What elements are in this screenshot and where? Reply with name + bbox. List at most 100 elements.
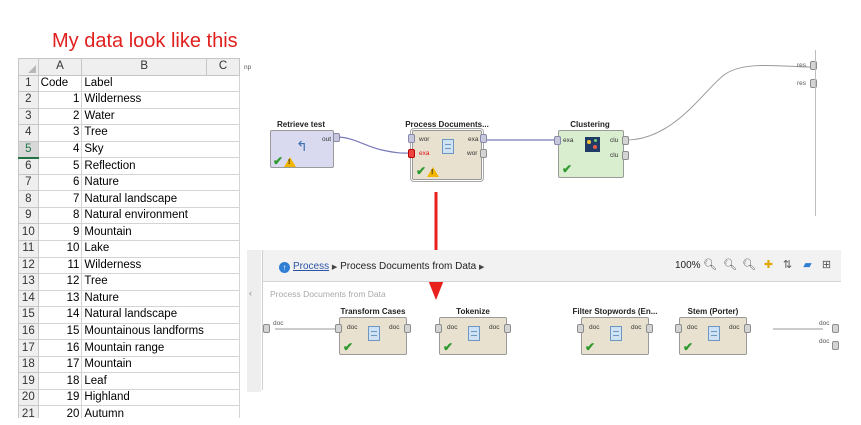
cell-label[interactable]: Nature xyxy=(81,289,207,308)
retrieve-test-operator[interactable]: out ↰ ✔ ! xyxy=(270,130,334,168)
cell-code[interactable]: 7 xyxy=(37,190,83,208)
cell-label[interactable]: Highland xyxy=(81,388,207,407)
row-header[interactable]: 1 xyxy=(18,74,39,93)
cell-code[interactable]: 12 xyxy=(37,273,83,291)
row-header[interactable]: 5 xyxy=(18,140,39,159)
row-header[interactable]: 13 xyxy=(18,273,39,291)
cell-code[interactable]: 9 xyxy=(37,223,83,242)
cell-label[interactable]: Natural environment xyxy=(81,206,207,225)
cell-c[interactable] xyxy=(205,91,240,109)
row-header[interactable]: 7 xyxy=(18,173,39,192)
chevron-right-icon[interactable]: ▶ xyxy=(479,264,485,271)
column-header-c[interactable]: C xyxy=(205,58,240,76)
cell-c[interactable] xyxy=(205,372,240,390)
cell-c[interactable] xyxy=(205,223,240,242)
column-header-b[interactable]: B xyxy=(81,58,207,76)
process-docs-in-port-1[interactable] xyxy=(408,134,415,143)
cell-code[interactable]: 10 xyxy=(37,240,83,258)
operator-out-port[interactable] xyxy=(646,324,653,333)
result-port-2[interactable] xyxy=(810,79,817,88)
cell-code[interactable]: 19 xyxy=(37,388,83,407)
clustering-operator[interactable]: exa clu clu ✔ xyxy=(558,130,624,178)
arrange-icon[interactable]: ▰ xyxy=(803,259,812,271)
row-header[interactable]: 3 xyxy=(18,107,39,126)
cell-code[interactable]: 17 xyxy=(37,355,83,374)
row-header[interactable]: 12 xyxy=(18,256,39,275)
zoom-fit-icon[interactable]: 🔍︎ xyxy=(742,259,756,271)
zoom-out-icon[interactable]: 🔍︎ xyxy=(723,259,737,271)
operator-in-port[interactable] xyxy=(335,324,342,333)
clustering-in-port[interactable] xyxy=(554,136,561,145)
cell-c[interactable] xyxy=(205,173,240,192)
operator-in-port[interactable] xyxy=(577,324,584,333)
auto-wire-icon[interactable]: ⇅ xyxy=(782,259,793,271)
add-note-icon[interactable]: ✚ xyxy=(763,259,774,271)
cell-code[interactable]: 2 xyxy=(37,107,83,126)
process-docs-out-port-2[interactable] xyxy=(480,149,487,158)
select-all-corner[interactable] xyxy=(18,58,39,76)
row-header[interactable]: 8 xyxy=(18,190,39,208)
operator-out-port[interactable] xyxy=(404,324,411,333)
row-header[interactable]: 20 xyxy=(18,388,39,407)
row-header[interactable]: 18 xyxy=(18,355,39,374)
cell-code[interactable]: 1 xyxy=(37,91,83,109)
result-port-1[interactable] xyxy=(810,61,817,70)
process-up-icon[interactable]: ↑ xyxy=(279,262,290,273)
cell-label[interactable]: Mountain xyxy=(81,223,207,242)
cell-c[interactable] xyxy=(205,388,240,407)
cell-c[interactable] xyxy=(205,306,240,324)
process-documents-operator[interactable]: wor exa exa wor ✔ ! xyxy=(410,128,484,182)
cell-c[interactable] xyxy=(205,322,240,341)
cell-c[interactable] xyxy=(205,256,240,275)
row-header[interactable]: 10 xyxy=(18,223,39,242)
cell-c[interactable] xyxy=(205,240,240,258)
main-process-canvas[interactable]: np res res Retrieve test out ↰ ✔ ! Proce… xyxy=(244,50,819,220)
operator-in-port[interactable] xyxy=(435,324,442,333)
subprocess-output-port-1[interactable] xyxy=(832,324,839,333)
cell-c[interactable] xyxy=(205,405,240,418)
cell-label[interactable]: Mountain range xyxy=(81,339,207,357)
row-header[interactable]: 2 xyxy=(18,91,39,109)
zoom-in-icon[interactable]: 🔍︎ xyxy=(703,259,717,271)
cell-c[interactable] xyxy=(205,289,240,308)
subprocess-output-port-2[interactable] xyxy=(832,341,839,350)
cell-label[interactable]: Autumn xyxy=(81,405,207,418)
clustering-out-port-2[interactable] xyxy=(622,151,629,160)
layout-icon[interactable]: ⊞ xyxy=(821,259,832,271)
process-docs-out-port-1[interactable] xyxy=(480,134,487,143)
cell-code[interactable]: 18 xyxy=(37,372,83,390)
row-header[interactable]: 17 xyxy=(18,339,39,357)
cell-c[interactable] xyxy=(205,74,240,93)
cell-label[interactable]: Lake xyxy=(81,240,207,258)
cell-c[interactable] xyxy=(205,140,240,159)
row-header[interactable]: 19 xyxy=(18,372,39,390)
row-header[interactable]: 9 xyxy=(18,206,39,225)
cell-c[interactable] xyxy=(205,190,240,208)
cell-label[interactable]: Sky xyxy=(81,140,207,159)
operator-out-port[interactable] xyxy=(744,324,751,333)
left-collapsed-panel[interactable]: ‹ xyxy=(247,250,261,392)
chevron-left-icon[interactable]: ‹ xyxy=(249,288,252,298)
cell-code[interactable]: 15 xyxy=(37,322,83,341)
cell-c[interactable] xyxy=(205,107,240,126)
row-header[interactable]: 14 xyxy=(18,289,39,308)
cell-label[interactable]: Reflection xyxy=(81,157,207,175)
row-header[interactable]: 6 xyxy=(18,157,39,175)
cell-label[interactable]: Wilderness xyxy=(81,91,207,109)
process-docs-in-port-2[interactable] xyxy=(408,149,415,158)
cell-c[interactable] xyxy=(205,355,240,374)
cell-c[interactable] xyxy=(205,273,240,291)
cell-code[interactable]: 6 xyxy=(37,173,83,192)
cell-header-code[interactable]: Code xyxy=(37,74,83,93)
cell-c[interactable] xyxy=(205,157,240,175)
column-header-a[interactable]: A xyxy=(37,58,83,76)
cell-c[interactable] xyxy=(205,124,240,142)
cell-label[interactable]: Wilderness xyxy=(81,256,207,275)
cell-code[interactable]: 11 xyxy=(37,256,83,275)
clustering-out-port-1[interactable] xyxy=(622,136,629,145)
cell-label[interactable]: Tree xyxy=(81,124,207,142)
